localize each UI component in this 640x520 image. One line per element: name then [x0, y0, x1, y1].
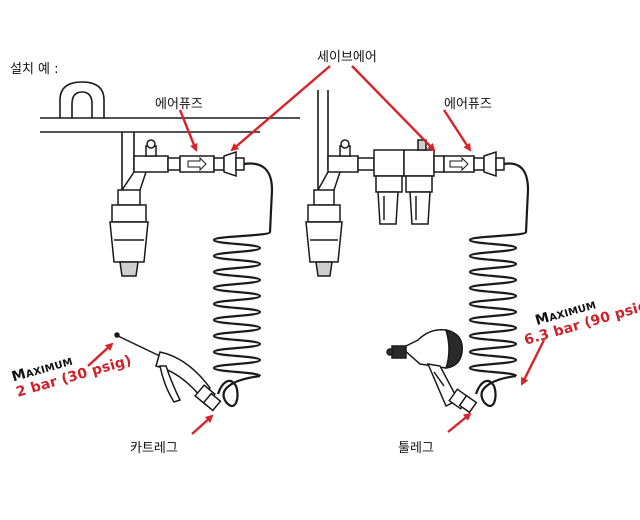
right-air-fuse-label: 에어퓨즈 [444, 97, 492, 112]
left-coil-hose [212, 162, 274, 408]
cartridge-label: 카트레그 [130, 441, 178, 456]
left-blow-gun [114, 332, 222, 412]
arrow-right-max [520, 339, 546, 386]
right-frl-unit [357, 139, 435, 225]
arrow-right-air-fuse [442, 109, 472, 152]
arrow-cartridge [191, 414, 214, 435]
arrow-save-air-left [230, 65, 331, 152]
right-air-fuse [433, 150, 505, 178]
left-air-fuse-label: 에어퓨즈 [155, 97, 203, 112]
arrow-save-air-right [351, 65, 436, 152]
right-impact-wrench [386, 328, 478, 414]
example-label: 설치 예 : [10, 62, 59, 77]
left-air-fuse [167, 150, 245, 178]
arrow-left-air-fuse [178, 109, 198, 152]
callout-arrows [87, 65, 546, 435]
right-drain-filter [305, 189, 343, 277]
left-drain-filter [109, 189, 149, 277]
tool-label: 툴레그 [398, 441, 434, 456]
arrow-left-max [87, 342, 114, 367]
arrow-tool [447, 412, 472, 433]
left-valve [121, 139, 169, 191]
right-valve [317, 139, 359, 191]
save-air-label: 세이브에어 [317, 50, 377, 65]
left-air-line [40, 81, 300, 190]
right-coil-hose [468, 162, 530, 408]
